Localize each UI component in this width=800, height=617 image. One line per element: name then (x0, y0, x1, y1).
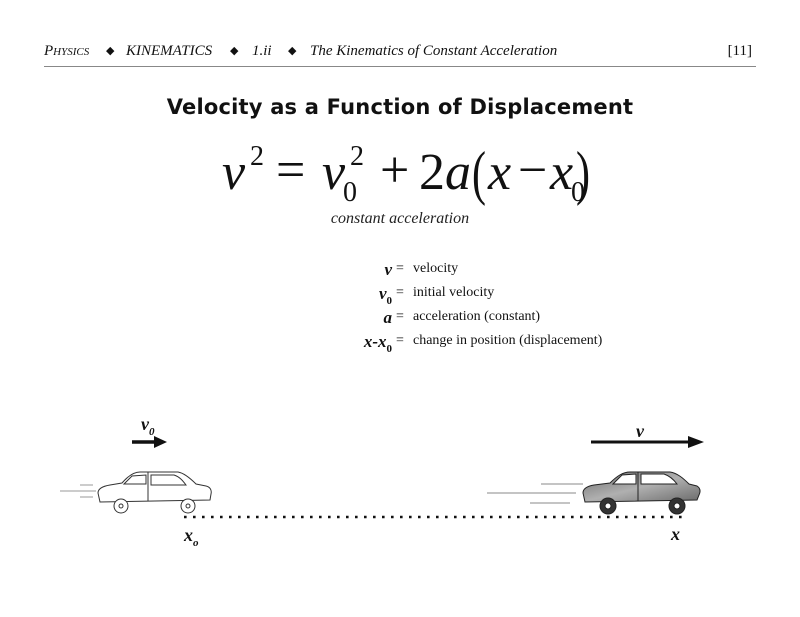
eq-equals: = (276, 142, 306, 199)
final-velocity-arrow-icon (591, 436, 704, 448)
equation: v 2 = v 0 2 + 2a ( x − x 0 ) (222, 140, 592, 213)
speed-lines-icon (487, 483, 583, 504)
eq-coefficient: 2a (419, 144, 471, 201)
legend-definition: initial velocity (413, 285, 495, 300)
initial-velocity-arrow-icon (132, 436, 167, 448)
breadcrumb-chapter: KINEMATICS (126, 43, 213, 59)
breadcrumb-section: 1.ii (252, 43, 272, 59)
initial-velocity-label: v0 (141, 414, 155, 438)
legend-symbol: x-x0 (363, 332, 392, 355)
diamond-bullet-icon: ◆ (288, 45, 297, 57)
breadcrumb-subject: Physics (44, 43, 90, 59)
header-rule (44, 66, 756, 67)
eq-v0-exponent: 2 (350, 141, 364, 172)
legend-equals: = (396, 309, 404, 324)
eq-x0: x (550, 144, 574, 201)
page-title: Velocity as a Function of Displacement (166, 95, 634, 119)
legend-row: v = velocity (340, 260, 660, 282)
legend-symbol: a (383, 308, 393, 327)
legend-equals: = (396, 333, 404, 348)
initial-car-icon (97, 471, 212, 514)
legend-row: x-x0 = change in position (displacement) (340, 332, 660, 355)
legend-equals: = (396, 261, 404, 276)
eq-x: x (488, 144, 512, 201)
page-number: [11] (727, 43, 752, 59)
eq-v0-subscript: 0 (343, 177, 357, 208)
eq-minus: − (518, 142, 548, 199)
legend-definition: change in position (displacement) (413, 333, 603, 348)
page-header: Physics ◆ KINEMATICS ◆ 1.ii ◆ The Kinema… (44, 43, 756, 65)
eq-plus: + (380, 142, 410, 199)
eq-v0: v (322, 144, 346, 201)
eq-close-paren: ) (576, 140, 590, 206)
legend-row: a = acceleration (constant) (340, 308, 660, 330)
equation-caption: constant acceleration (330, 210, 470, 227)
final-car-icon (582, 471, 701, 515)
eq-x0-subscript: 0 (571, 177, 585, 208)
initial-position-label: xo (184, 525, 199, 549)
final-velocity-label: v (636, 421, 644, 441)
eq-v: v (222, 144, 246, 201)
legend-row: v0 = initial velocity (340, 284, 660, 307)
legend-definition: velocity (413, 261, 459, 276)
breadcrumb-topic: The Kinematics of Constant Acceleration (310, 43, 558, 59)
eq-v-exponent: 2 (250, 141, 264, 172)
legend-symbol: v (384, 260, 392, 279)
legend-equals: = (396, 285, 404, 300)
diamond-bullet-icon: ◆ (230, 45, 239, 57)
legend-definition: acceleration (constant) (413, 309, 541, 324)
diamond-bullet-icon: ◆ (106, 45, 115, 57)
final-position-label: x (671, 524, 680, 544)
eq-open-paren: ( (472, 140, 486, 206)
legend-symbol: v0 (378, 284, 392, 307)
speed-lines-icon (60, 484, 96, 498)
